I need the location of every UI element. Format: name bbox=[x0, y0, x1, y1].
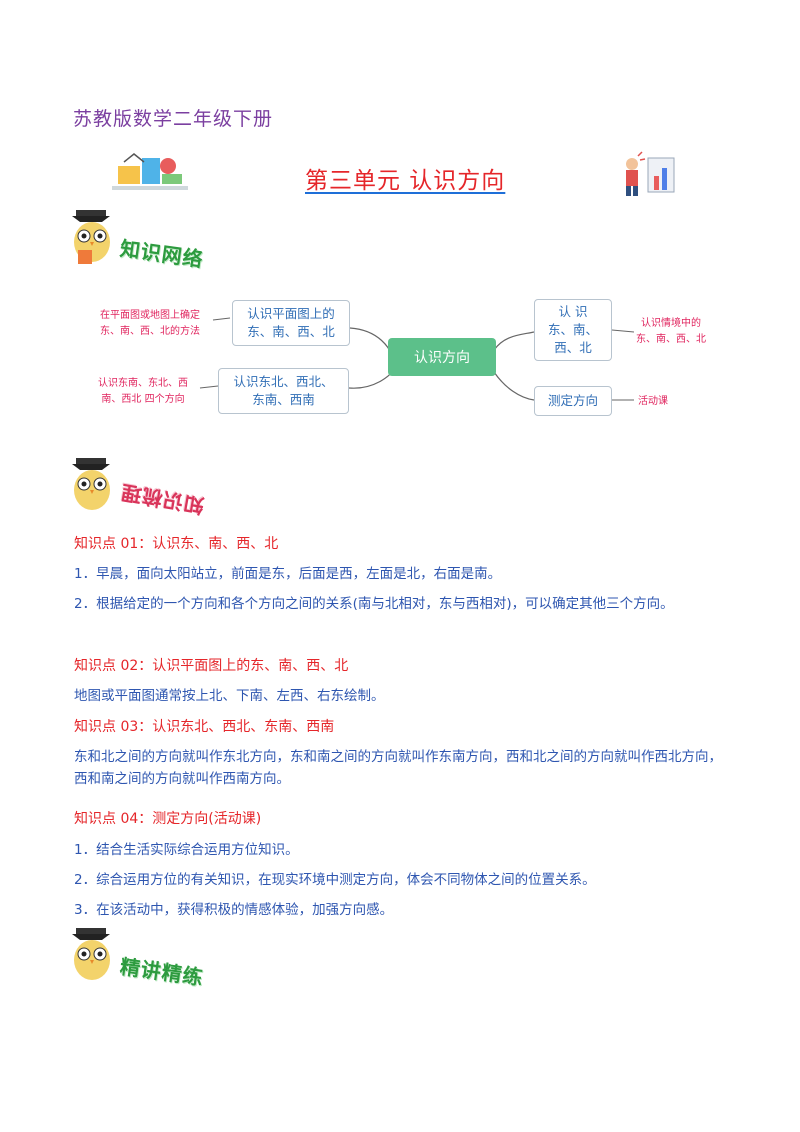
note-text: 认识东南、东北、西 南、西北 四个方向 bbox=[98, 378, 188, 405]
section-title: 知识梳理 bbox=[118, 479, 206, 519]
note-left-bottom: 认识东南、东北、西 南、西北 四个方向 bbox=[98, 376, 188, 407]
knowledge-line: 2．综合运用方位的有关知识，在现实环境中测定方向，体会不同物体之间的位置关系。 bbox=[74, 872, 596, 888]
knowledge-line: 1．早晨，面向太阳站立，前面是东，后面是西，左面是北，右面是南。 bbox=[74, 566, 502, 582]
note-right-bottom: 活动课 bbox=[638, 396, 668, 407]
book-title: 苏教版数学二年级下册 bbox=[73, 108, 274, 130]
owl-mascot-icon bbox=[72, 458, 110, 510]
knowledge-title-2: 知识点 02：认识平面图上的东、南、西、北 bbox=[74, 658, 349, 674]
note-text: 认识情境中的 东、南、西、北 bbox=[636, 318, 706, 345]
note-left-top: 在平面图或地图上确定 东、南、西、北的方法 bbox=[100, 308, 200, 339]
section-title: 知识网络 bbox=[118, 236, 206, 272]
node-measure-direction: 测定方向 bbox=[534, 386, 612, 416]
unit-title: 第三单元 认识方向 bbox=[305, 168, 506, 194]
knowledge-line: 1．结合生活实际综合运用方位知识。 bbox=[74, 842, 299, 858]
knowledge-title-1: 知识点 01：认识东、南、西、北 bbox=[74, 536, 279, 552]
section-banner-summary: 知识梳理 bbox=[68, 456, 228, 526]
node-plan-directions: 认识平面图上的 东、南、西、北 bbox=[232, 300, 350, 346]
owl-mascot-icon bbox=[72, 928, 110, 980]
node-center: 认识方向 bbox=[388, 338, 496, 376]
learning-illustration-icon bbox=[112, 153, 188, 190]
knowledge-line: 东和北之间的方向就叫作东北方向，东和南之间的方向就叫作东南方向，西和北之间的方向… bbox=[74, 749, 722, 787]
node-basic-directions: 认 识 东、南、 西、北 bbox=[534, 299, 612, 361]
section-banner-network: 知识网络 bbox=[68, 208, 228, 278]
note-text: 在平面图或地图上确定 东、南、西、北的方法 bbox=[100, 310, 200, 337]
note-right-top: 认识情境中的 东、南、西、北 bbox=[636, 316, 706, 347]
mindmap-connectors bbox=[199, 317, 635, 401]
knowledge-line: 2．根据给定的一个方向和各个方向之间的关系(南与北相对，东与西相对)，可以确定其… bbox=[74, 596, 674, 612]
knowledge-line: 3．在该活动中，获得积极的情感体验，加强方向感。 bbox=[74, 902, 394, 918]
owl-mascot-icon bbox=[72, 210, 110, 264]
knowledge-title-3: 知识点 03：认识东北、西北、东南、西南 bbox=[74, 719, 335, 735]
knowledge-line: 地图或平面图通常按上北、下南、左西、右东绘制。 bbox=[74, 688, 385, 704]
knowledge-title-4: 知识点 04：测定方向(活动课) bbox=[74, 811, 262, 827]
study-illustration-icon bbox=[626, 151, 675, 196]
section-title: 精讲精练 bbox=[118, 954, 206, 990]
node-diagonal-directions: 认识东北、西北、 东南、西南 bbox=[218, 368, 349, 414]
section-banner-practice: 精讲精练 bbox=[68, 926, 228, 996]
